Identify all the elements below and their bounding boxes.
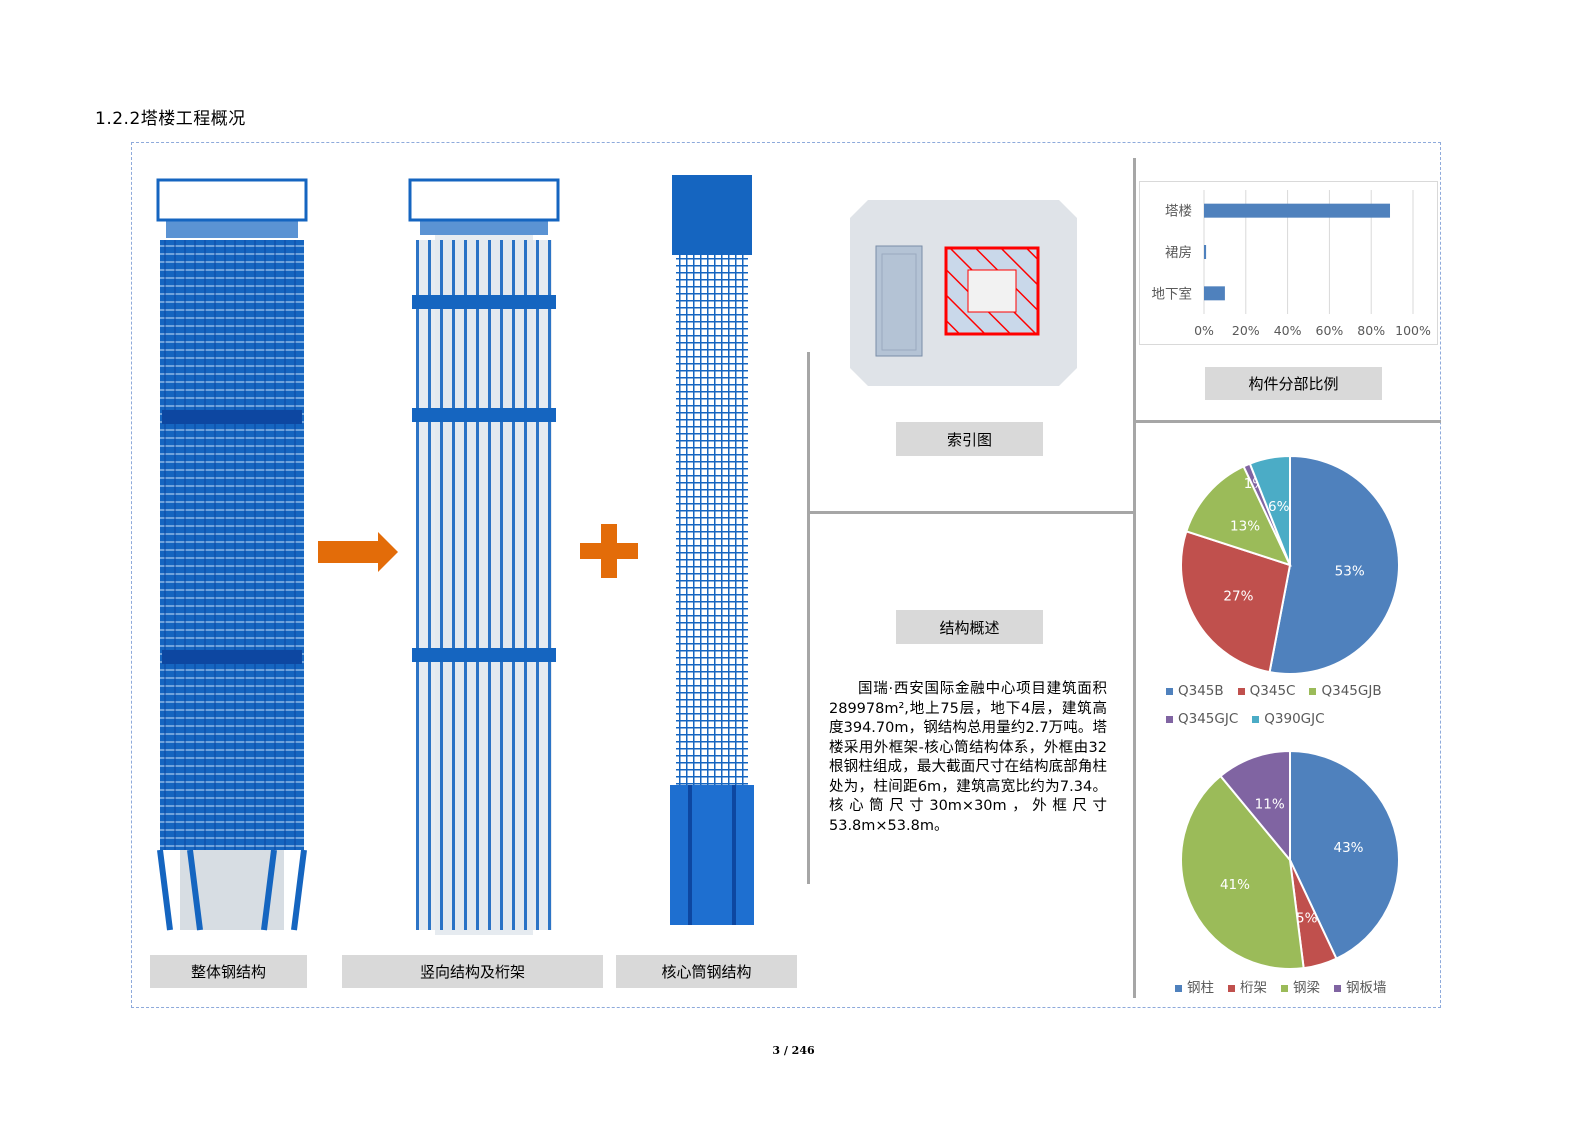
x-tick-label: 20% (1232, 323, 1260, 338)
legend-swatch (1309, 687, 1317, 695)
label-index-map: 索引图 (896, 422, 1043, 456)
pie-slice (1219, 749, 1291, 863)
tower-illustrations (156, 175, 754, 935)
legend-item: Q345GJB (1309, 683, 1382, 699)
legend-label: 钢板墙 (1346, 980, 1387, 996)
content-frame (131, 142, 1441, 1008)
core-steel-tower (670, 175, 754, 925)
slice-label: 41% (1220, 877, 1250, 893)
legend-item: 钢板墙 (1334, 976, 1387, 996)
divider-middle (809, 511, 1135, 514)
page-number: 3 / 246 (772, 1044, 815, 1057)
legend-swatch (1228, 984, 1235, 992)
vertical-truss-tower (408, 178, 560, 935)
legend-swatch (1252, 715, 1260, 723)
x-tick-label: 100% (1395, 323, 1431, 338)
legend-item: Q345B (1166, 683, 1224, 699)
x-tick-label: 0% (1194, 323, 1214, 338)
legend-label: 桁架 (1240, 980, 1267, 996)
x-tick-label: 40% (1274, 323, 1302, 338)
category-label: 地下室 (1152, 285, 1193, 302)
label-component-ratio: 构件分部比例 (1205, 367, 1382, 400)
index-plan-image (850, 200, 1077, 386)
pie-slice (1180, 530, 1292, 674)
category-label: 塔楼 (1165, 204, 1192, 220)
arrow-icon (318, 532, 398, 572)
slice-label: 43% (1333, 840, 1363, 856)
legend-item: Q345GJC (1166, 711, 1238, 727)
legend-swatch (1166, 687, 1173, 695)
whole-steel-tower (156, 178, 308, 931)
pie-chart-material: 53%27%13%1%6% (1180, 454, 1400, 675)
label-vertical-truss: 竖向结构及桁架 (342, 955, 603, 988)
pie-slice (1268, 454, 1400, 675)
divider-center (1133, 158, 1136, 998)
structure-description: 国瑞·西安国际金融中心项目建筑面积289978m²,地上75层，地下4层，建筑高… (829, 681, 1107, 834)
legend-label: 钢梁 (1293, 980, 1320, 996)
pie-slice (1185, 465, 1292, 567)
slice-label: 5% (1296, 911, 1318, 927)
slice-label: 6% (1268, 499, 1290, 515)
x-tick-label: 80% (1357, 323, 1385, 338)
label-whole-steel: 整体钢结构 (150, 955, 307, 988)
slice-label: 53% (1335, 564, 1365, 580)
pie-slice (1289, 749, 1400, 960)
legend-label: Q390GJC (1264, 711, 1325, 727)
legend-label: Q345GJB (1321, 683, 1382, 699)
legend-item: Q345C (1237, 683, 1296, 699)
legend-swatch (1237, 687, 1245, 695)
legend-swatch (1175, 984, 1182, 992)
bar (1204, 203, 1391, 218)
label-core-steel: 核心筒钢结构 (616, 955, 797, 988)
slice-label: 27% (1223, 589, 1253, 605)
slice-label: 13% (1230, 518, 1260, 534)
legend-label: Q345GJC (1178, 711, 1239, 727)
legend-component: 钢柱 桁架 钢梁 钢板墙 (1175, 976, 1445, 996)
legend-swatch (1281, 984, 1288, 992)
legend-label: 钢柱 (1187, 980, 1214, 996)
slice-label: 11% (1255, 797, 1285, 813)
label-structure-overview: 结构概述 (896, 610, 1043, 644)
legend-swatch (1166, 715, 1173, 723)
bar-chart-frame: 0% 20% 40% 60% 80% 100% 塔楼裙房地下室 (1139, 181, 1438, 345)
section-heading: 1.2.2塔楼工程概况 (95, 109, 246, 129)
x-tick-label: 60% (1316, 323, 1344, 338)
legend-item: 钢柱 (1175, 976, 1214, 996)
bar (1204, 286, 1225, 301)
legend-item: 钢梁 (1281, 976, 1320, 996)
legend-item: Q390GJC (1252, 711, 1325, 727)
divider-left (807, 352, 810, 884)
legend-material: Q345B Q345C Q345GJB Q345GJC Q390GJC (1166, 683, 1436, 727)
legend-label: Q345C (1249, 683, 1296, 699)
legend-label: Q345B (1178, 683, 1224, 699)
legend-item: 桁架 (1228, 976, 1267, 996)
pie-slice (1248, 454, 1291, 566)
legend-swatch (1334, 984, 1341, 992)
pie-chart-component: 43% 5% 41% 11% (1180, 749, 1400, 970)
divider-right (1136, 420, 1441, 423)
category-label: 裙房 (1165, 245, 1192, 261)
bar (1204, 245, 1207, 259)
pie-slice (1180, 774, 1305, 970)
plus-icon (580, 524, 638, 578)
